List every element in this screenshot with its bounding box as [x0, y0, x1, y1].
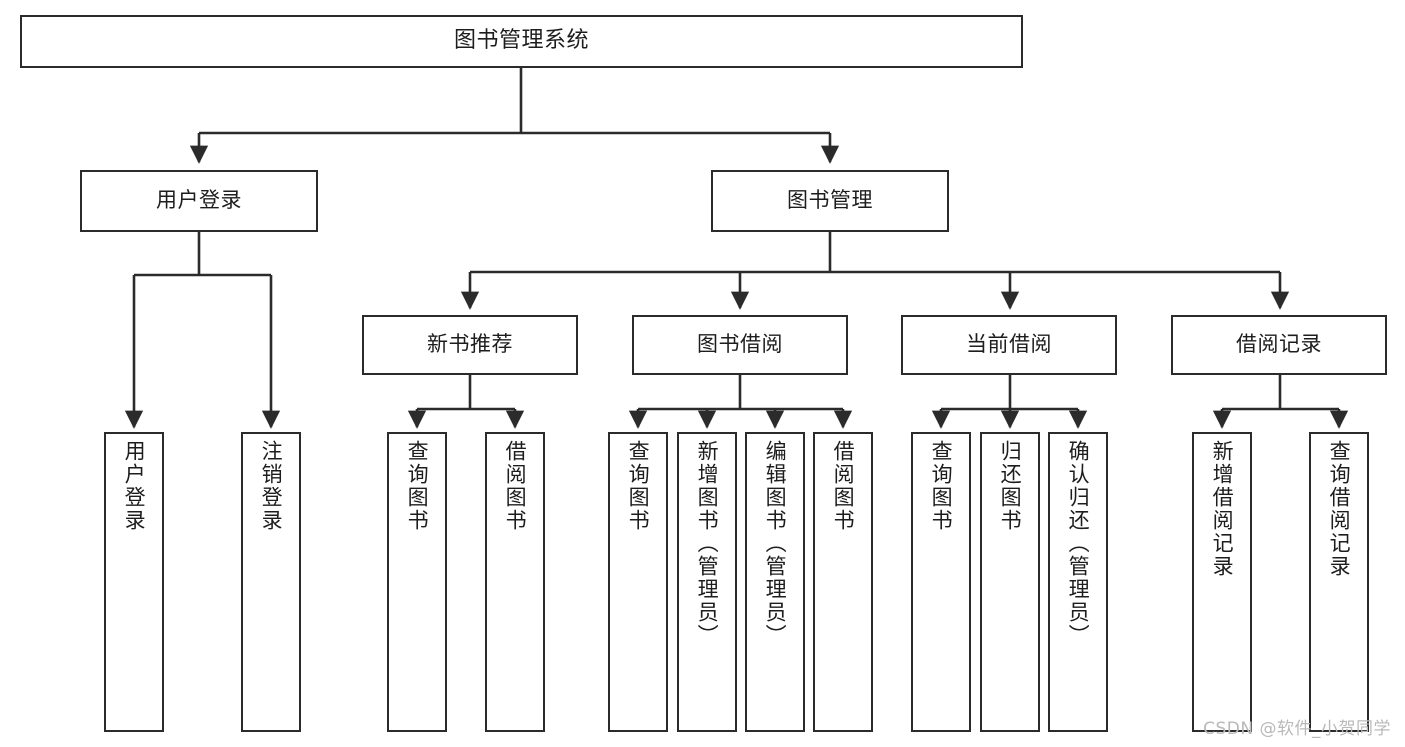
node-label: 借阅图书: [831, 440, 856, 532]
leaf-new-book-query-book[interactable]: 查询图书: [387, 432, 447, 732]
node-label: 编辑图书（管理员）: [763, 440, 788, 647]
watermark: CSDN @软件_小贺同学: [1203, 719, 1391, 739]
node-root-book-management-system[interactable]: 图书管理系统: [20, 15, 1023, 68]
node-user-login[interactable]: 用户登录: [80, 170, 318, 232]
leaf-book-borrow-borrow-book[interactable]: 借阅图书: [813, 432, 873, 732]
leaf-borrow-record-query-record[interactable]: 查询借阅记录: [1309, 432, 1369, 732]
node-label: 图书管理系统: [453, 28, 589, 54]
leaf-borrow-record-add-record[interactable]: 新增借阅记录: [1192, 432, 1252, 732]
node-label: 注销登录: [259, 440, 284, 532]
node-label: 借阅图书: [503, 440, 528, 532]
node-borrow-record[interactable]: 借阅记录: [1171, 315, 1387, 375]
leaf-current-borrow-return-book[interactable]: 归还图书: [980, 432, 1040, 732]
leaf-user-login-logout[interactable]: 注销登录: [241, 432, 301, 732]
leaf-current-borrow-query-book[interactable]: 查询图书: [911, 432, 971, 732]
leaf-current-borrow-confirm-return-admin[interactable]: 确认归还（管理员）: [1048, 432, 1108, 732]
node-current-borrow[interactable]: 当前借阅: [901, 315, 1117, 375]
leaf-book-borrow-add-book-admin[interactable]: 新增图书（管理员）: [677, 432, 737, 732]
node-label: 用户登录: [122, 440, 147, 532]
leaf-book-borrow-edit-book-admin[interactable]: 编辑图书（管理员）: [745, 432, 805, 732]
node-label: 图书借阅: [697, 332, 783, 357]
node-book-management[interactable]: 图书管理: [711, 170, 949, 232]
node-label: 查询借阅记录: [1327, 440, 1352, 578]
node-label: 新增图书（管理员）: [695, 440, 720, 647]
node-label: 新书推荐: [427, 332, 513, 357]
leaf-book-borrow-query-book[interactable]: 查询图书: [608, 432, 668, 732]
node-label: 查询图书: [929, 440, 954, 532]
node-label: 查询图书: [405, 440, 430, 532]
node-book-borrow[interactable]: 图书借阅: [632, 315, 848, 375]
leaf-new-book-borrow-book[interactable]: 借阅图书: [485, 432, 545, 732]
node-label: 借阅记录: [1236, 332, 1322, 357]
leaf-user-login-login[interactable]: 用户登录: [104, 432, 164, 732]
node-label: 用户登录: [156, 188, 242, 213]
node-label: 新增借阅记录: [1210, 440, 1235, 578]
node-label: 查询图书: [626, 440, 651, 532]
node-label: 当前借阅: [966, 332, 1052, 357]
node-label: 确认归还（管理员）: [1066, 440, 1091, 647]
node-label: 图书管理: [787, 188, 873, 213]
node-new-book-recommend[interactable]: 新书推荐: [362, 315, 578, 375]
node-label: 归还图书: [998, 440, 1023, 532]
